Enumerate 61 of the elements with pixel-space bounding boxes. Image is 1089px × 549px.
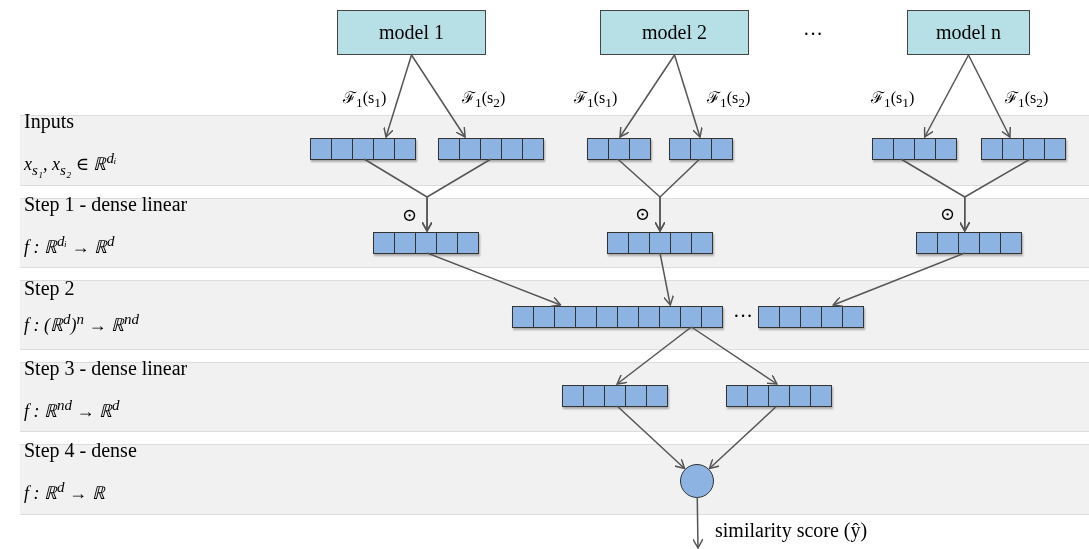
- arrow: [654, 158, 701, 232]
- band-formula: f : ℝ$^{dᵢ}$ → ℝ$^{d}$: [24, 233, 115, 258]
- arrow: [832, 252, 966, 308]
- edge-label: ℱ$_{1}$(s$_{1}$): [574, 90, 618, 110]
- step-band: [20, 280, 1089, 350]
- vector-bar: [512, 306, 723, 328]
- vector-bar: [310, 138, 416, 160]
- edge-label: ℱ$_{1}$(s$_{2}$): [462, 90, 506, 110]
- edge-label: similarity score (ŷ): [715, 520, 868, 540]
- band-formula: f : ℝ$^{nd}$ → ℝ$^{d}$: [24, 397, 120, 422]
- vector-bar: [669, 138, 733, 160]
- vector-bar: [872, 138, 957, 160]
- arrow: [692, 496, 704, 549]
- band-title: Step 3 - dense linear: [24, 357, 188, 380]
- arrow: [616, 326, 693, 385]
- step-band: [20, 198, 1089, 268]
- band-formula: x$_{s₁}$, x$_{s₂}$ ∈ ℝ$^{dᵢ}$: [24, 150, 117, 179]
- edge-label: ℱ$_{1}$(s$_{2}$): [1005, 90, 1049, 110]
- vector-bar: [607, 232, 713, 254]
- arrow: [659, 252, 675, 306]
- band-formula: f : ℝ$^{d}$ → ℝ: [24, 479, 105, 504]
- band-title: Step 2: [24, 277, 75, 300]
- hadamard-symbol: ⊙: [402, 206, 418, 224]
- vector-bar: [562, 385, 668, 407]
- output-neuron: [680, 464, 714, 498]
- arrow: [616, 405, 686, 470]
- arrow: [410, 54, 466, 138]
- ellipsis: ···: [803, 24, 823, 44]
- model-box: model 2: [600, 10, 749, 55]
- vector-bar: [981, 138, 1066, 160]
- arrow: [708, 405, 778, 470]
- band-title: Inputs: [24, 110, 74, 133]
- band-title: Step 4 - dense: [24, 439, 137, 462]
- model-box: model n: [907, 10, 1030, 55]
- vector-bar: [916, 232, 1022, 254]
- arrow: [959, 158, 1032, 232]
- band-formula: f : (ℝ$^{d}$)$^{n}$ → ℝ$^{nd}$: [24, 311, 139, 336]
- vector-bar: [438, 138, 544, 160]
- step-band: [20, 115, 1089, 186]
- hadamard-symbol: ⊙: [635, 205, 651, 223]
- arrow: [383, 54, 413, 138]
- hadamard-symbol: ⊙: [940, 205, 956, 223]
- vector-bar: [758, 306, 864, 328]
- arrow: [619, 54, 676, 138]
- vector-bar: [726, 385, 832, 407]
- arrow: [967, 54, 1012, 138]
- edge-label: ℱ$_{1}$(s$_{2}$): [707, 90, 751, 110]
- step-band: [20, 362, 1089, 432]
- vector-bar: [587, 138, 651, 160]
- arrow: [923, 54, 970, 138]
- arrow: [426, 252, 562, 308]
- arrow: [421, 158, 492, 232]
- arrow: [673, 54, 703, 138]
- ellipsis: ···: [733, 306, 753, 326]
- edge-label: ℱ$_{1}$(s$_{1}$): [871, 90, 915, 110]
- model-box: model 1: [337, 10, 486, 55]
- arrow: [690, 326, 778, 385]
- step-band: [20, 444, 1089, 515]
- vector-bar: [373, 232, 479, 254]
- band-title: Step 1 - dense linear: [24, 193, 188, 216]
- edge-label: ℱ$_{1}$(s$_{1}$): [343, 90, 387, 110]
